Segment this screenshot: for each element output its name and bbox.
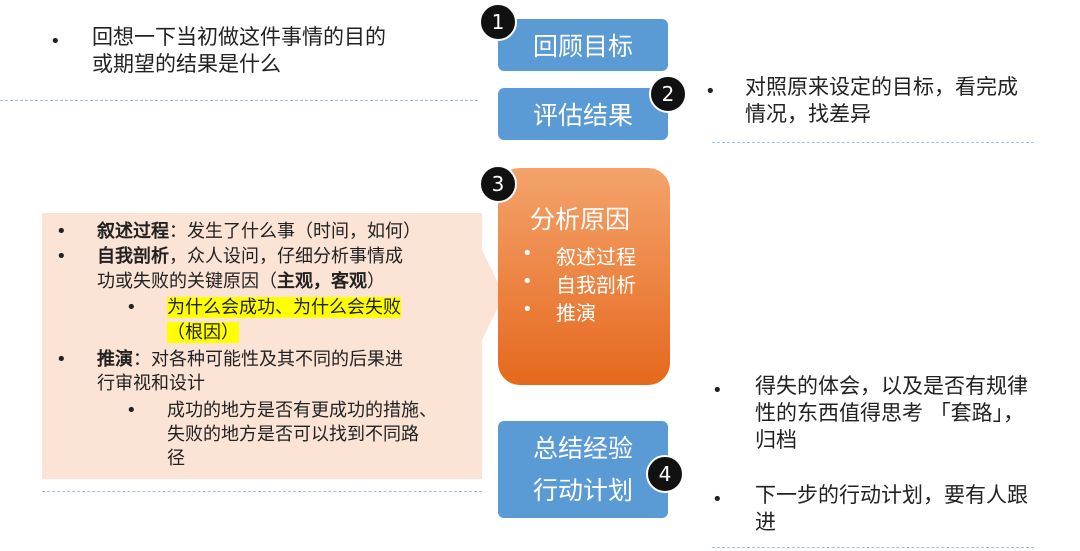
panel-item-text: ，众人设问，仔细分析事情成 <box>169 246 403 267</box>
bullet: • <box>712 489 723 510</box>
step-box-review-goal: 回顾目标 <box>498 19 668 71</box>
bullet: • <box>126 400 137 421</box>
text-line: 下一步的行动计划，要有人跟 <box>755 483 1028 507</box>
step-subitem: 推演 <box>556 301 596 325</box>
analysis-detail-panel <box>42 213 482 479</box>
highlighted-text: （根因） <box>167 322 239 343</box>
goal-recall-text: 回想一下当初做这件事情的目的 或期望的结果是什么 <box>92 24 386 78</box>
bullet: • <box>56 221 67 242</box>
bullet: • <box>522 299 533 320</box>
panel-subitem-improve: 成功的地方是否有更成功的措施、 <box>167 400 437 421</box>
step-number-badge: 3 <box>479 165 517 203</box>
step-box-analyze-cause: 分析原因 • 叙述过程 • 自我剖析 • 推演 <box>498 168 670 385</box>
text-line: 性的东西值得思考 「套路」， <box>755 401 1025 425</box>
panel-item-self-analysis-cont: 功或失败的关键原因（主观，客观） <box>97 270 385 293</box>
panel-item-text: ：发生了什么事（时间，如何） <box>169 221 421 242</box>
panel-item-text: 功或失败的关键原因（ <box>97 271 277 292</box>
panel-item-emphasis: 主观，客观 <box>277 271 367 292</box>
panel-subitem-root-cause: 为什么会成功、为什么会失败 <box>167 296 401 319</box>
panel-item-narrate: 叙述过程：发生了什么事（时间，如何） <box>97 220 421 243</box>
bullet: • <box>56 349 67 370</box>
bullet: • <box>56 246 67 267</box>
step-label: 评估结果 <box>532 101 633 130</box>
step-box-evaluate-result: 评估结果 <box>498 88 668 140</box>
text-line: 或期望的结果是什么 <box>92 52 281 76</box>
panel-subitem-root-cause-cont: （根因） <box>167 321 239 344</box>
step-label: 回顾目标 <box>532 32 633 61</box>
text-line: 对照原来设定的目标，看完成 <box>745 75 1018 99</box>
step-label: 总结经验 <box>532 433 633 463</box>
step-number-badge: 1 <box>479 3 517 41</box>
step-number-badge: 2 <box>649 75 687 113</box>
divider <box>0 100 478 101</box>
panel-item-text: ：对各种可能性及其不同的后果进 <box>133 349 403 370</box>
text-line: 回想一下当初做这件事情的目的 <box>92 25 386 49</box>
panel-item-text: ） <box>367 271 385 292</box>
experience-text: 得失的体会，以及是否有规律 性的东西值得思考 「套路」， 归档 <box>755 373 1028 454</box>
panel-item-self-analysis: 自我剖析，众人设问，仔细分析事情成 <box>97 245 403 268</box>
bullet: • <box>705 81 716 102</box>
panel-item-title: 叙述过程 <box>97 221 169 242</box>
step-subitem: 叙述过程 <box>556 245 636 269</box>
bullet: • <box>126 297 137 318</box>
text-line: 得失的体会，以及是否有规律 <box>755 374 1028 398</box>
divider <box>712 142 1034 143</box>
bullet: • <box>522 271 533 292</box>
step-box-summary-plan: 总结经验 行动计划 <box>498 421 668 518</box>
text-line: 情况，找差异 <box>745 102 871 126</box>
panel-subitem-improve: 径 <box>167 448 185 469</box>
panel-item-deduce: 推演：对各种可能性及其不同的后果进 <box>97 348 403 371</box>
bullet: • <box>712 380 723 401</box>
panel-item-title: 推演 <box>97 349 133 370</box>
compare-goal-text: 对照原来设定的目标，看完成 情况，找差异 <box>745 74 1018 128</box>
step-label: 行动计划 <box>532 475 633 505</box>
divider <box>712 547 1034 548</box>
panel-item-deduce-cont: 行审视和设计 <box>97 373 205 394</box>
divider <box>42 491 482 492</box>
step-number-badge: 4 <box>646 455 684 493</box>
bullet: • <box>50 31 61 52</box>
text-line: 归档 <box>755 428 797 452</box>
step-label: 分析原因 <box>530 205 631 234</box>
action-plan-text: 下一步的行动计划，要有人跟 进 <box>755 482 1028 536</box>
bullet: • <box>522 243 533 264</box>
panel-subitem-improve: 失败的地方是否可以找到不同路 <box>167 424 419 445</box>
step-subitem: 自我剖析 <box>556 273 636 297</box>
panel-item-title: 自我剖析 <box>97 246 169 267</box>
text-line: 进 <box>755 510 776 534</box>
highlighted-text: 为什么会成功、为什么会失败 <box>167 297 401 318</box>
